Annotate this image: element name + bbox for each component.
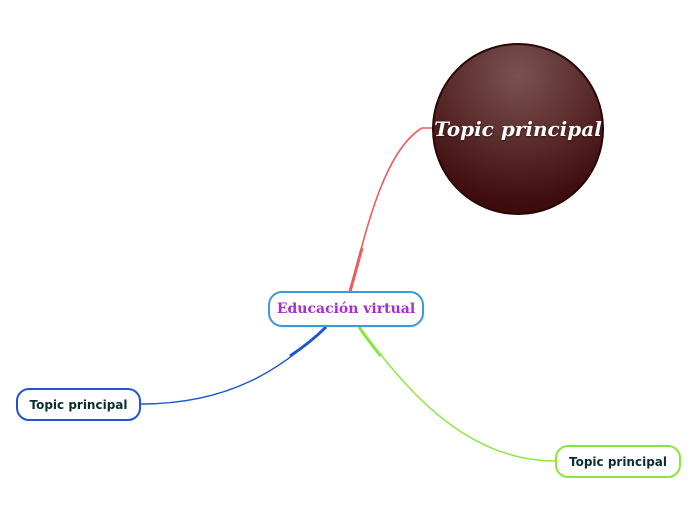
topic-label: Topic principal [568, 454, 668, 469]
link-topic-circle-root [348, 247, 364, 292]
central-topic-label: Educación virtual [276, 301, 416, 317]
link-topic-right-root [357, 326, 383, 357]
link-topic-circle [350, 127, 432, 292]
link-topic-right [358, 326, 556, 462]
link-topic-left-root [289, 325, 328, 358]
link-topic-left [140, 326, 327, 405]
topic-label: Topic principal [434, 117, 602, 141]
topic-node-circle[interactable]: Topic principal [432, 43, 604, 215]
topic-label: Topic principal [29, 397, 128, 412]
topic-node-left[interactable]: Topic principal [16, 388, 141, 421]
central-topic-node[interactable]: Educación virtual [268, 291, 424, 327]
topic-node-right[interactable]: Topic principal [555, 445, 681, 478]
